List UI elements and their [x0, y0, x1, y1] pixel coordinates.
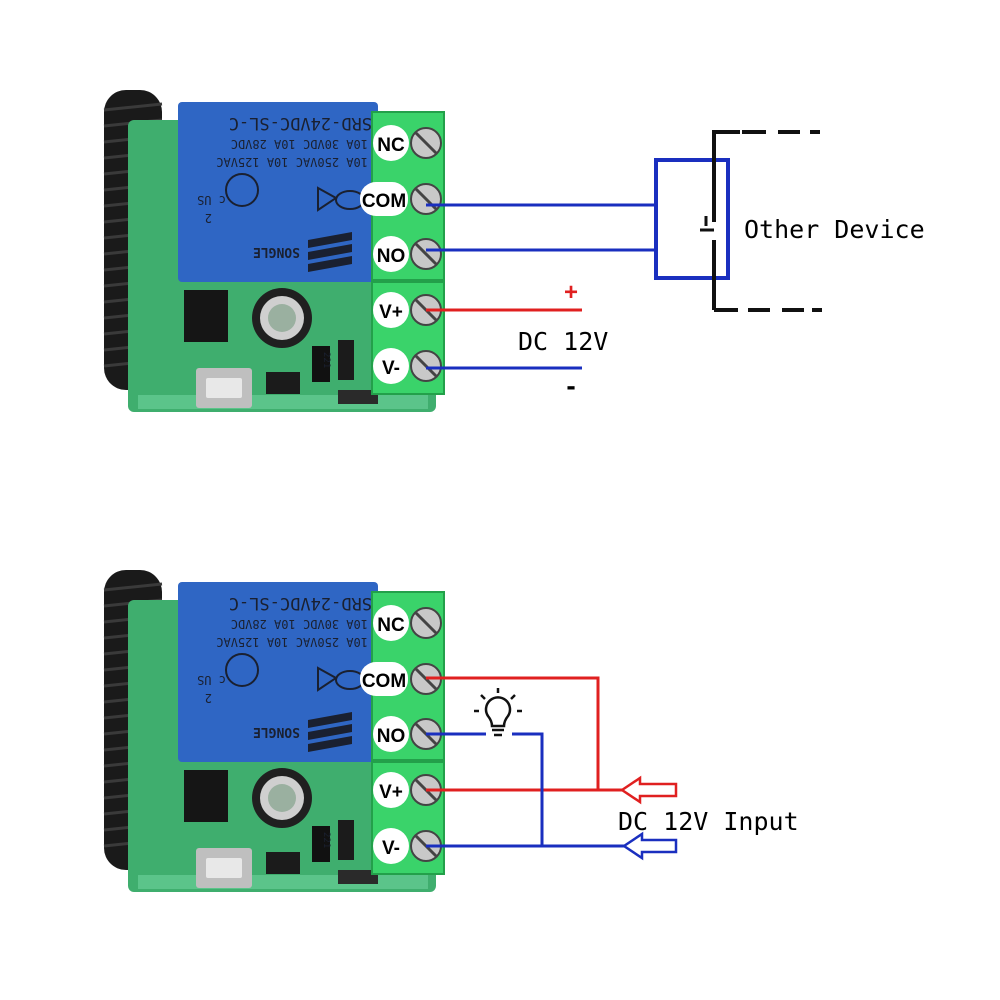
- other-device-contact-icon: [654, 129, 822, 312]
- svg-text:NC: NC: [377, 615, 405, 636]
- relay-module-bottom: SRD-24VDC-SL-C 10A 30VDC 10A 28VDC 10A 2…: [103, 570, 445, 892]
- ul-mark-icon: [225, 653, 259, 687]
- songle-logo-icon: [308, 712, 352, 752]
- svg-text:V+: V+: [379, 302, 403, 323]
- relay-cert-text: c US: [197, 673, 226, 687]
- minus-sign: -: [566, 370, 575, 401]
- relay-rating-line-2: 10A 250VAC 10A 125VAC: [216, 635, 368, 649]
- plus-sign: +: [564, 279, 578, 306]
- pin-label-com: COM: [360, 182, 408, 216]
- light-bulb-icon: [474, 688, 522, 737]
- dc-supply-label-top: DC 12V: [518, 327, 608, 356]
- songle-logo-icon: [308, 232, 352, 272]
- resistor-code-text: 221: [321, 352, 331, 368]
- push-button-component: [196, 848, 252, 888]
- pin-label-com: COM: [360, 662, 408, 696]
- negative-input-arrow-icon: [621, 831, 678, 861]
- relay-pin-number: 2: [205, 691, 212, 705]
- svg-text:NO: NO: [377, 246, 406, 267]
- svg-text:COM: COM: [362, 671, 406, 692]
- ul-mark-icon: [225, 173, 259, 207]
- wire-com-bottom: [426, 676, 600, 790]
- pin-label-v-plus: V+: [373, 292, 409, 328]
- pin-label-v-plus: V+: [373, 772, 409, 808]
- chip-component: [184, 290, 228, 342]
- relay-pin-number: 2: [205, 211, 212, 225]
- svg-text:NO: NO: [377, 726, 406, 747]
- pin-label-v-minus: V-: [373, 348, 409, 384]
- relay-rating-line-1: 10A 30VDC 10A 28VDC: [231, 137, 368, 151]
- capacitor-component: [252, 768, 312, 828]
- dc-supply-label-bottom: DC 12V Input: [618, 807, 799, 836]
- relay-brand-text: SONGLE: [253, 244, 300, 259]
- pin-label-no: NO: [373, 716, 409, 752]
- svg-text:COM: COM: [362, 191, 406, 212]
- pin-label-nc: NC: [373, 605, 409, 641]
- push-button-component: [196, 368, 252, 408]
- relay-model-text: SRD-24VDC-SL-C: [229, 593, 372, 613]
- relay-module-top: SRD-24VDC-SL-C 10A 30VDC 10A 28VDC 10A 2…: [103, 90, 445, 412]
- svg-text:NC: NC: [377, 135, 405, 156]
- wire-lamp-bottom: [512, 732, 544, 846]
- resistor-code-text: 221: [321, 832, 331, 848]
- bottom-wiring: DC 12V Input: [426, 676, 799, 861]
- relay-model-text: SRD-24VDC-SL-C: [229, 113, 372, 133]
- relay-brand-text: SONGLE: [253, 724, 300, 739]
- pin-label-v-minus: V-: [373, 828, 409, 864]
- svg-text:V-: V-: [382, 358, 400, 379]
- top-wiring: Other Device + - DC 12V: [426, 129, 925, 401]
- relay-body: SRD-24VDC-SL-C 10A 30VDC 10A 28VDC 10A 2…: [178, 582, 378, 762]
- svg-text:V+: V+: [379, 782, 403, 803]
- other-device-label: Other Device: [744, 215, 925, 244]
- resistor-component: 221: [312, 826, 331, 862]
- relay-rating-line-1: 10A 30VDC 10A 28VDC: [231, 617, 368, 631]
- resistor-component: 221: [312, 346, 331, 382]
- terminal-screws: [410, 127, 442, 382]
- svg-text:V-: V-: [382, 838, 400, 859]
- pin-label-no: NO: [373, 236, 409, 272]
- relay-rating-line-2: 10A 250VAC 10A 125VAC: [216, 155, 368, 169]
- capacitor-component: [252, 288, 312, 348]
- relay-cert-text: c US: [197, 193, 226, 207]
- chip-component: [184, 770, 228, 822]
- relay-body: SRD-24VDC-SL-C 10A 30VDC 10A 28VDC 10A 2…: [178, 102, 378, 282]
- pin-label-nc: NC: [373, 125, 409, 161]
- positive-input-arrow-icon: [619, 775, 678, 805]
